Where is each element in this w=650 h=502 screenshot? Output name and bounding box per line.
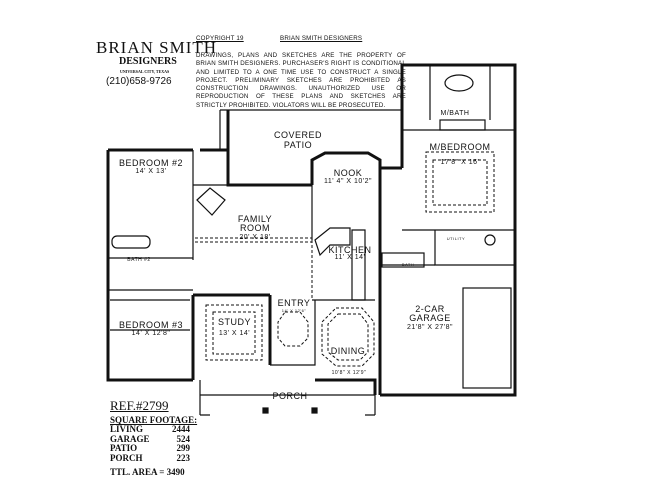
sf-total-value: 3490 xyxy=(166,467,185,477)
porch-label: PORCH xyxy=(272,391,308,401)
entry-size: 14' X 12'6" xyxy=(281,308,307,313)
bedroom3-size: 14' X 12'8" xyxy=(131,330,171,337)
study-size: 13' X 14' xyxy=(218,330,251,337)
kitchen-size: 11' X 14' xyxy=(334,254,366,261)
sf-label: LIVING xyxy=(110,424,144,434)
garage-size: 21'8" X 27'8" xyxy=(406,324,454,331)
master-bath-label: M/BATH xyxy=(440,110,470,117)
sf-value: 524 xyxy=(176,433,191,444)
sf-label: PATIO xyxy=(110,443,138,453)
bath2-label: BATH #2 xyxy=(127,257,151,263)
sf-value: 299 xyxy=(176,443,191,453)
reference-number: REF.#2799 xyxy=(110,398,169,413)
nook-name: NOOK xyxy=(333,168,363,178)
master-bedroom-size: 17'8" X 16' xyxy=(440,159,480,166)
company-name: BRIAN SMITH xyxy=(96,38,218,57)
copyright-owner: BRIAN SMITH DESIGNERS xyxy=(280,35,363,42)
master-bedroom-name: M/BEDROOM xyxy=(429,142,491,152)
square-footage-table: LIVING 2444 GARAGE 524 PATIO 299 PORCH 223 T… xyxy=(110,424,191,478)
bedroom2-size: 14' X 13' xyxy=(135,168,167,175)
study-name: STUDY xyxy=(217,317,251,327)
sf-value: 2444 xyxy=(172,424,190,434)
dining-name: DINING xyxy=(330,346,366,356)
company-location: UNIVERSAL CITY, TEXAS xyxy=(120,69,170,74)
dining-size: 10'8" X 12'9" xyxy=(331,370,367,376)
sf-label: PORCH xyxy=(110,452,143,463)
kitchen-name: KITCHEN xyxy=(328,245,372,255)
covered-patio-name: COVERED xyxy=(273,130,322,140)
sf-row-total: TTL. AREA = 3490 xyxy=(110,467,190,478)
sf-row-garage: GARAGE 524 xyxy=(110,433,191,445)
master-bedroom-label: M/BEDROOM 17'8" X 16' xyxy=(420,142,500,166)
covered-patio-name2: PATIO xyxy=(283,140,313,150)
sf-row-porch: PORCH 223 xyxy=(110,452,191,464)
sf-row-living: LIVING 2444 xyxy=(110,424,190,435)
bedroom2-name: BEDROOM #2 xyxy=(118,158,183,168)
sf-label: GARAGE xyxy=(110,433,150,444)
family-room-size: 20' X 18' xyxy=(239,234,271,241)
copyright-notice: DRAWINGS, PLANS AND SKETCHES ARE THE PRO… xyxy=(196,52,406,109)
nook-size: 11' 4" X 10'2" xyxy=(324,178,372,185)
square-footage-heading: SQUARE FOOTAGE: xyxy=(110,415,198,425)
family-room-name: FAMILY xyxy=(237,214,273,224)
bedroom3-name: BEDROOM #3 xyxy=(118,320,183,330)
entry-name: ENTRY xyxy=(277,298,311,308)
utility-label: UTILITY xyxy=(446,236,466,241)
sf-row-patio: PATIO 299 xyxy=(110,443,191,454)
copyright-label: COPYRIGHT 19 xyxy=(196,35,244,42)
company-phone: (210)658-9726 xyxy=(106,76,172,87)
sf-total-label: TTL. AREA = xyxy=(110,467,165,477)
company-subtitle: DESIGNERS xyxy=(119,56,177,67)
bath-label: BATH xyxy=(401,262,415,267)
study-label: STUDY 13' X 14' xyxy=(212,316,257,340)
family-room-name2: ROOM xyxy=(240,223,270,233)
sf-value: 223 xyxy=(176,452,191,463)
garage-name: 2-CAR xyxy=(415,304,445,314)
garage-name2: GARAGE xyxy=(409,313,451,323)
